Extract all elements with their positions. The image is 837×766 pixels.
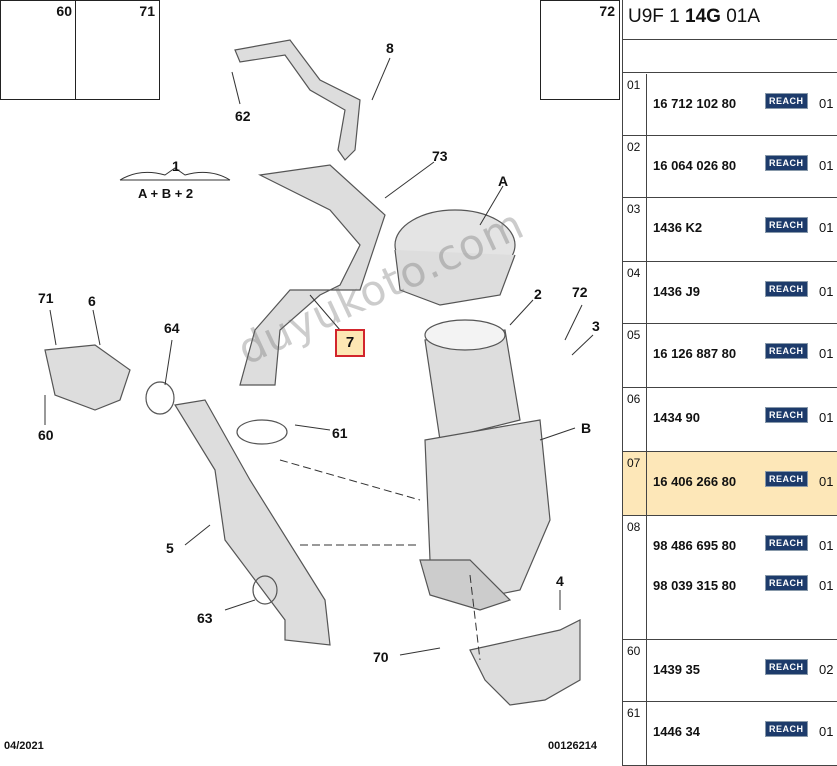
table-row[interactable]: 07 16 406 266 80 REACH 01 xyxy=(623,452,837,516)
table-subheader xyxy=(623,40,837,73)
part-number[interactable]: 16 712 102 80 xyxy=(653,96,737,111)
quantity: 01 xyxy=(819,474,834,489)
quantity: 01 xyxy=(819,578,834,593)
part-number[interactable]: 1446 34 xyxy=(653,724,700,739)
reach-badge: REACH xyxy=(765,721,808,737)
header-bold: 14G xyxy=(685,6,721,27)
callout-4: 4 xyxy=(556,573,564,589)
reach-badge: REACH xyxy=(765,343,808,359)
corner-label-72: 72 xyxy=(599,3,615,19)
table-row[interactable]: 03 1436 K2 REACH 01 xyxy=(623,198,837,262)
quantity: 01 xyxy=(819,96,834,111)
assembly-number: 1 xyxy=(172,158,180,174)
reach-badge: REACH xyxy=(765,575,808,591)
table-row[interactable]: 04 1436 J9 REACH 01 xyxy=(623,262,837,324)
reach-badge: REACH xyxy=(765,407,808,423)
parts-diagram: 60 71 72 1 A + B + 2 8 62 73 A 2 72 3 71… xyxy=(0,0,620,752)
table-row[interactable]: 01 16 712 102 80 REACH 01 xyxy=(623,74,837,136)
reach-badge: REACH xyxy=(765,155,808,171)
reach-badge: REACH xyxy=(765,93,808,109)
callout-B: B xyxy=(581,420,592,436)
part-number[interactable]: 1436 J9 xyxy=(653,284,700,299)
part-number[interactable]: 16 064 026 80 xyxy=(653,158,737,173)
part-number[interactable]: 16 126 887 80 xyxy=(653,346,737,361)
row-index: 01 xyxy=(623,74,647,135)
callout-60: 60 xyxy=(38,427,54,443)
row-index: 04 xyxy=(623,262,647,323)
callout-5: 5 xyxy=(166,540,174,556)
callout-73: 73 xyxy=(432,148,448,164)
row-index: 60 xyxy=(623,640,647,701)
row-index: 07 xyxy=(623,452,647,515)
row-index: 05 xyxy=(623,324,647,387)
table-row[interactable]: 06 1434 90 REACH 01 xyxy=(623,388,837,452)
part-number[interactable]: 98 039 315 80 xyxy=(653,578,737,593)
callout-3: 3 xyxy=(592,318,600,334)
callout-A: A xyxy=(498,173,509,189)
corner-label-60: 60 xyxy=(56,3,72,19)
callout-61: 61 xyxy=(332,425,348,441)
part-number[interactable]: 16 406 266 80 xyxy=(653,474,737,489)
callout-8: 8 xyxy=(386,40,394,56)
callout-63: 63 xyxy=(197,610,213,626)
footer-date: 04/2021 xyxy=(4,740,44,752)
row-index: 61 xyxy=(623,702,647,765)
callout-2: 2 xyxy=(534,286,542,302)
reach-badge: REACH xyxy=(765,535,808,551)
row-index: 02 xyxy=(623,136,647,197)
row-index: 08 xyxy=(623,516,647,639)
row-index: 06 xyxy=(623,388,647,451)
reach-badge: REACH xyxy=(765,217,808,233)
header-prefix: U9F 1 xyxy=(628,6,680,27)
header-suffix: 01A xyxy=(726,6,761,27)
callout-62: 62 xyxy=(235,108,251,124)
part-number[interactable]: 98 486 695 80 xyxy=(653,538,737,553)
quantity: 01 xyxy=(819,410,834,425)
reach-badge: REACH xyxy=(765,471,808,487)
reach-badge: REACH xyxy=(765,659,808,675)
quantity: 01 xyxy=(819,220,834,235)
part-number[interactable]: 1439 35 xyxy=(653,662,700,677)
corner-box-60: 60 xyxy=(0,0,77,100)
corner-label-71: 71 xyxy=(139,3,155,19)
callout-64: 64 xyxy=(164,320,180,336)
table-row[interactable]: 08 98 486 695 80 REACH 01 98 039 315 80 REACH… xyxy=(623,516,837,640)
quantity: 02 xyxy=(819,662,834,677)
table-row[interactable]: 05 16 126 887 80 REACH 01 xyxy=(623,324,837,388)
table-row[interactable]: 60 1439 35 REACH 02 xyxy=(623,640,837,702)
part-number[interactable]: 1434 90 xyxy=(653,410,700,425)
table-row[interactable]: 61 1446 34 REACH 01 xyxy=(623,702,837,766)
callout-6: 6 xyxy=(88,293,96,309)
corner-box-71: 71 xyxy=(75,0,160,100)
quantity: 01 xyxy=(819,346,834,361)
quantity: 01 xyxy=(819,724,834,739)
row-index: 03 xyxy=(623,198,647,261)
quantity: 01 xyxy=(819,284,834,299)
callout-70: 70 xyxy=(373,649,389,665)
part-number[interactable]: 1436 K2 xyxy=(653,220,703,235)
reach-badge: REACH xyxy=(765,281,808,297)
footer-code: 00126214 xyxy=(548,740,597,752)
callout-72: 72 xyxy=(572,284,588,300)
quantity: 01 xyxy=(819,158,834,173)
callout-71: 71 xyxy=(38,290,54,306)
assembly-formula: A + B + 2 xyxy=(138,186,194,201)
quantity: 01 xyxy=(819,538,834,553)
corner-box-72: 72 xyxy=(540,0,620,100)
callout-7-highlighted[interactable]: 7 xyxy=(335,329,365,357)
table-row[interactable]: 02 16 064 026 80 REACH 01 xyxy=(623,136,837,198)
table-header: U9F 1 14G 01A xyxy=(623,0,837,40)
diagram-drawing xyxy=(11,27,601,706)
